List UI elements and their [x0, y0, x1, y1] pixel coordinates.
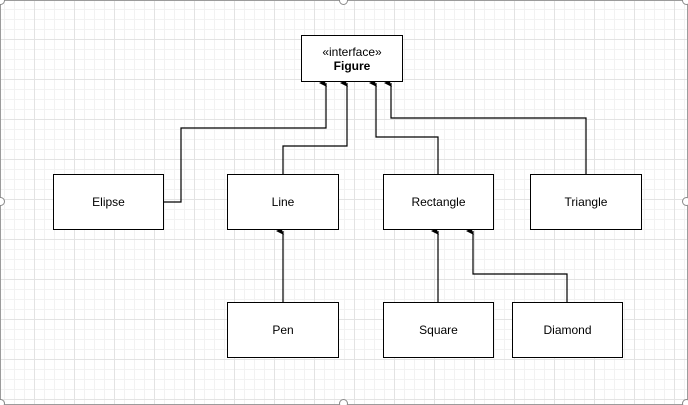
class-diamond-box[interactable]: Diamond — [512, 302, 623, 358]
connector-elipse-figure[interactable] — [164, 79, 327, 203]
connector-rectangle-figure[interactable] — [369, 79, 439, 174]
class-elipse-box[interactable]: Elipse — [53, 174, 164, 230]
interface-name: Figure — [333, 58, 371, 73]
class-line-label: Line — [271, 195, 295, 209]
class-square-box[interactable]: Square — [383, 302, 494, 358]
resize-handle-top-middle[interactable] — [339, 0, 348, 5]
connector-triangle-figure[interactable] — [384, 79, 587, 174]
resize-handle-bottom-middle[interactable] — [339, 399, 348, 405]
class-rectangle-box[interactable]: Rectangle — [383, 174, 494, 230]
class-elipse-label: Elipse — [92, 195, 125, 209]
connector-line-figure[interactable] — [282, 79, 348, 174]
class-rectangle-label: Rectangle — [411, 195, 466, 209]
resize-handle-top-left[interactable] — [0, 0, 5, 5]
connector-diamond-rectangle[interactable] — [466, 227, 568, 302]
resize-handle-middle-right[interactable] — [682, 197, 688, 206]
class-line-box[interactable]: Line — [227, 174, 339, 230]
class-square-label: Square — [419, 323, 458, 337]
resize-handle-bottom-left[interactable] — [0, 399, 5, 405]
resize-handle-top-right[interactable] — [682, 0, 688, 5]
class-pen-label: Pen — [272, 323, 294, 337]
resize-handle-bottom-right[interactable] — [682, 399, 688, 405]
class-diamond-label: Diamond — [543, 323, 592, 337]
interface-figure-box[interactable]: «interface» Figure — [301, 35, 403, 82]
resize-handle-middle-left[interactable] — [0, 197, 5, 206]
class-triangle-box[interactable]: Triangle — [530, 174, 642, 230]
class-pen-box[interactable]: Pen — [227, 302, 339, 358]
class-triangle-label: Triangle — [564, 195, 608, 209]
interface-stereotype: «interface» — [322, 44, 382, 59]
